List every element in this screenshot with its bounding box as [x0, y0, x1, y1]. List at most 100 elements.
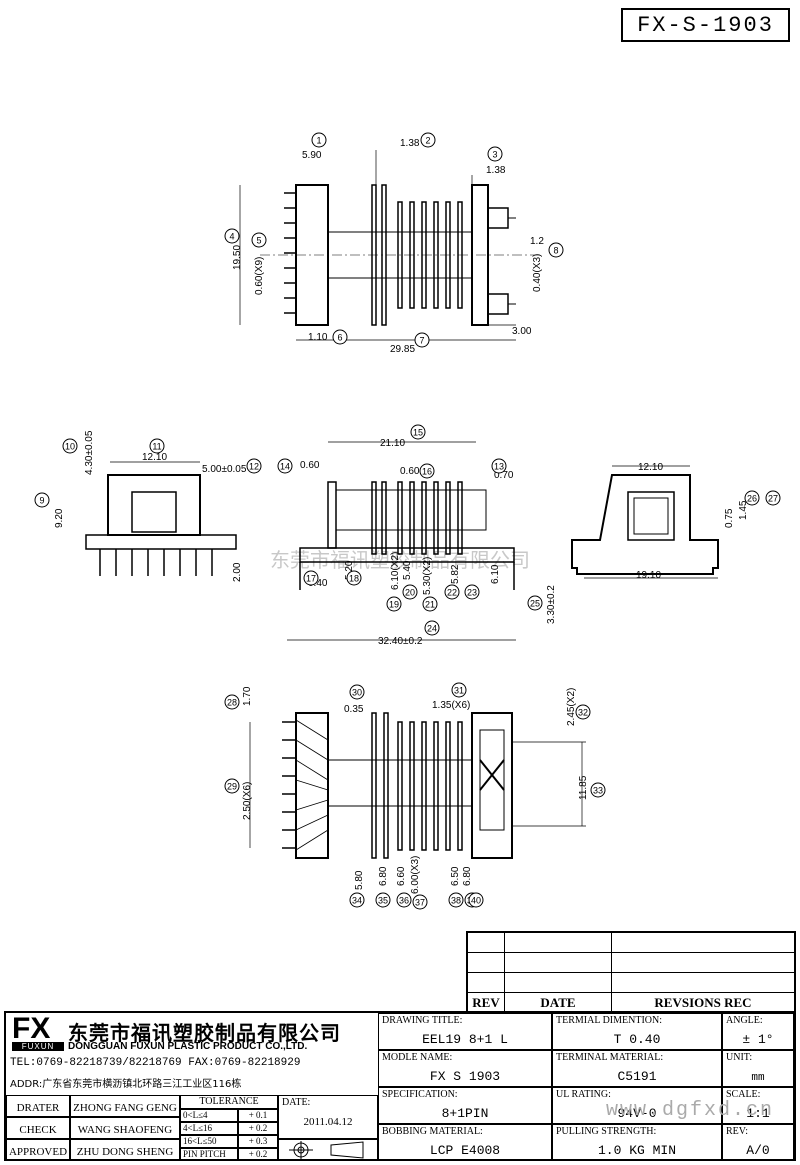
revision-table: REV DATE REVSIONS REC: [466, 931, 796, 1014]
balloon-label: 15: [413, 428, 423, 438]
dim-5-30-x2: 5.30(X2): [422, 557, 433, 595]
balloon-label: 16: [422, 467, 432, 477]
balloon-circle: [224, 228, 240, 244]
dim-5-00: 5.00±0.05: [202, 464, 247, 475]
dim-3-00: 3.00: [512, 326, 532, 337]
balloon-label: 10: [65, 442, 75, 452]
date-value: 2011.04.12: [303, 1116, 353, 1128]
balloon-circle: [402, 584, 418, 600]
balloon-circle: [224, 778, 240, 794]
balloon-circle: [332, 329, 348, 345]
balloon-label: 33: [593, 786, 603, 796]
projection-symbol: [278, 1139, 378, 1161]
balloon-label: 6: [337, 333, 342, 343]
balloon-label: 13: [494, 462, 504, 472]
balloon-circle: [386, 596, 402, 612]
dim-6-80-a: 6.80: [378, 866, 389, 886]
logo-text: FX: [12, 1012, 51, 1045]
drawing-title-value: EEL19 8+1 L: [422, 1032, 508, 1047]
balloon-circle: [765, 490, 781, 506]
drawing-title-label: DRAWING TITLE:: [382, 1015, 463, 1026]
balloon-label: 7: [419, 336, 424, 346]
dim-1-45: 1.45: [738, 500, 749, 520]
dim-1-38-b: 1.38: [486, 165, 506, 176]
dim-1-70: 1.70: [242, 686, 253, 706]
model-value: FX S 1903: [429, 1069, 501, 1084]
balloon-label: 14: [280, 462, 290, 472]
balloon-label: 32: [578, 708, 588, 718]
spec-label: SPECIFICATION:: [382, 1089, 458, 1100]
check-label: CHECK: [19, 1124, 57, 1136]
dim-0-70: 0.70: [494, 470, 514, 481]
dim-19-50: 19.50: [232, 245, 243, 270]
dim-5-90: 5.90: [302, 150, 322, 161]
scale-value: 1:1: [746, 1106, 770, 1121]
dim-1-38-a: 1.38: [400, 138, 420, 149]
dim-9-20: 9.20: [54, 508, 65, 528]
balloon-circle: [349, 892, 365, 908]
balloon-label: 26: [747, 494, 757, 504]
balloon-label: 21: [425, 600, 435, 610]
dim-5-80: 5.80: [354, 870, 365, 890]
dim-0-60-b: 0.60: [400, 466, 420, 477]
balloon-label: 35: [378, 896, 388, 906]
tolerance-value: + 0.3: [238, 1135, 278, 1148]
dim-1-2: 1.2: [530, 236, 544, 247]
balloon-circle: [349, 684, 365, 700]
dim-19-10: 19.10: [636, 570, 661, 581]
balloon-label: 3: [492, 150, 497, 160]
balloon-label: 31: [454, 686, 464, 696]
balloon-label: 40: [471, 896, 481, 906]
balloon-circle: [251, 232, 267, 248]
balloon-label: 34: [352, 896, 362, 906]
balloon-circle: [422, 596, 438, 612]
title-block: FX FUXUN 东莞市福讯塑胶制品有限公司 DONGGUAN FUXUN PL…: [4, 1011, 796, 1161]
balloon-circle: [451, 682, 467, 698]
balloon-label: 22: [447, 588, 457, 598]
dim-0-75: 0.75: [724, 508, 735, 528]
dim-0-40-c: 0.40: [308, 578, 328, 589]
dim-5-82: 5.82: [450, 564, 461, 584]
terminal-dim-label: TERMIAL DIMENTION:: [556, 1015, 663, 1026]
dim-6-60-a: 6.60: [396, 866, 407, 886]
balloon-circle: [224, 694, 240, 710]
spec-value: 8+1PIN: [441, 1106, 489, 1121]
balloon-label: 30: [352, 688, 362, 698]
balloon-circle: [375, 892, 391, 908]
balloon-circle: [311, 132, 327, 148]
tolerance-value: + 0.1: [238, 1109, 278, 1122]
rev-header: REV: [466, 992, 505, 1014]
balloon-circle: [420, 132, 436, 148]
scale-label: SCALE:: [726, 1089, 761, 1100]
dim-6-10-x2: 6.10(X2): [390, 552, 401, 590]
drawing-number: FX-S-1903: [621, 8, 790, 42]
balloon-label: 24: [427, 624, 437, 634]
front-view-left: 4.30±0.05 12.10 5.00±0.05 9.20: [54, 430, 247, 576]
balloon-label: 25: [530, 599, 540, 609]
balloon-label: 8: [553, 246, 558, 256]
tolerance-range: 0<L≤4: [180, 1109, 238, 1122]
tolerance-range: 16<L≤50: [180, 1135, 238, 1148]
bobbin-value: LCP E4008: [429, 1143, 501, 1158]
top-view: 5.90 1.38 1.38 19.50 0.60(X9) 0.40(X3) 1…: [232, 138, 544, 355]
balloon-label: 20: [405, 588, 415, 598]
company-name-cn: 东莞市福讯塑胶制品有限公司: [68, 1021, 341, 1045]
revisions-header: REVSIONS REC: [611, 992, 796, 1014]
dim-0-60-x9: 0.60(X9): [254, 257, 265, 295]
tolerance-value: + 0.2: [238, 1122, 278, 1135]
balloon-label: 38: [451, 896, 461, 906]
dim-0-40-x3: 0.40(X3): [532, 254, 543, 292]
dim-5-20: 5.20: [344, 560, 355, 580]
tolerance-value: + 0.2: [238, 1148, 278, 1161]
balloon-circle: [246, 458, 262, 474]
balloon-circle: [487, 146, 503, 162]
dim-1-35-x6: 1.35(X6): [432, 700, 470, 711]
ul-label: UL RATING:: [556, 1089, 611, 1100]
bottom-view: 1.70 0.35 1.35(X6) 2.45(X2) 2.50(X6) 11.…: [242, 686, 589, 894]
dim-2-45-x2: 2.45(X2): [566, 688, 577, 726]
balloon-circle: [410, 424, 426, 440]
balloon-circle: [34, 492, 50, 508]
unit-label: UNIT:: [726, 1052, 753, 1063]
balloon-circle: [62, 438, 78, 454]
